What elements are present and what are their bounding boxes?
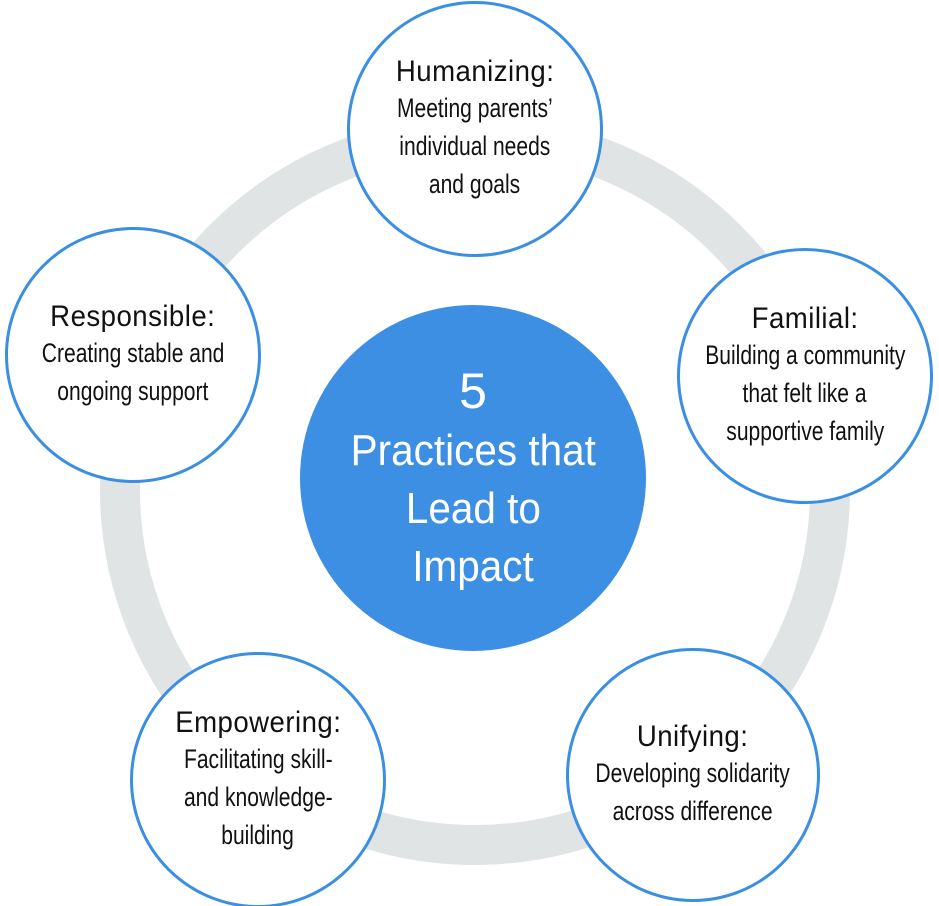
center-number: 5 (459, 363, 487, 419)
practice-desc: that felt like a (742, 378, 868, 408)
practice-empowering: Empowering: Facilitating skill- and know… (130, 652, 386, 906)
practice-desc: and knowledge- (183, 782, 333, 812)
practice-title: Responsible: (50, 300, 216, 333)
practice-desc: supportive family (725, 416, 885, 446)
practice-desc: Meeting parents’ (397, 93, 553, 123)
practice-unifying: Unifying: Developing solidarity across d… (566, 648, 820, 902)
center-line-2: Lead to (405, 484, 541, 533)
practice-desc: Building a community (704, 340, 906, 370)
practice-familial: Familial: Building a community that felt… (677, 248, 933, 504)
practice-desc: individual needs (399, 131, 551, 161)
center-line-1: Practices that (350, 426, 596, 475)
center-circle: 5 Practices that Lead to Impact (300, 305, 646, 651)
practice-desc: ongoing support (57, 376, 209, 406)
practice-responsible: Responsible: Creating stable and ongoing… (5, 227, 261, 483)
center-line-3: Impact (412, 542, 534, 591)
practice-title: Familial: (751, 302, 859, 335)
practice-desc: Facilitating skill- (183, 744, 333, 774)
practice-desc: building (221, 820, 295, 850)
practice-title: Humanizing: (395, 55, 555, 88)
practice-desc: and goals (429, 169, 521, 199)
practice-desc: Developing solidarity (595, 758, 791, 788)
practice-desc: across difference (613, 796, 773, 826)
practice-humanizing: Humanizing: Meeting parents’ individual … (347, 1, 603, 257)
practice-title: Unifying: (637, 720, 749, 753)
practice-title: Empowering: (174, 706, 342, 739)
practice-desc: Creating stable and (41, 338, 225, 368)
